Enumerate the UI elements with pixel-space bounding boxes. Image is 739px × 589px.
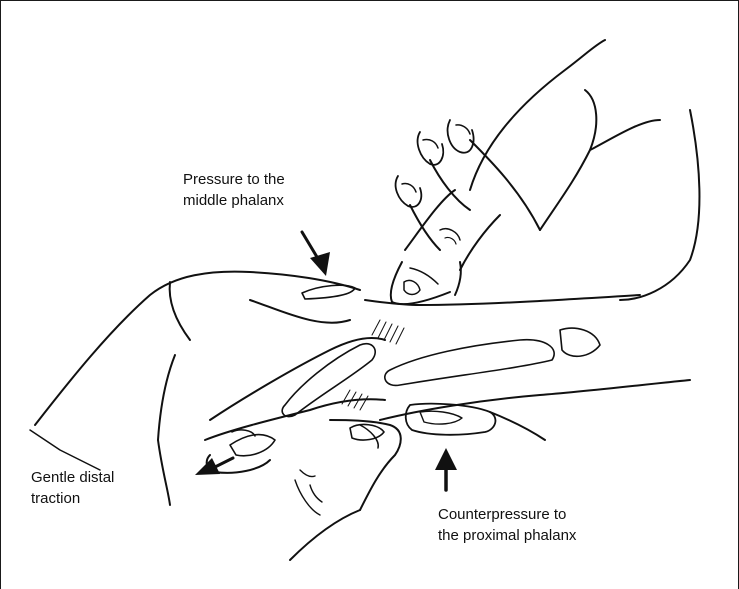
helper-hand-upper (391, 40, 700, 304)
label-proximal-counter-line-2: the proximal phalanx (438, 525, 576, 546)
label-distal-traction-line-1: Gentle distal (31, 467, 114, 488)
label-proximal-counter: Counterpressure to the proximal phalanx (438, 504, 576, 546)
label-middle-phalanx: Pressure to the middle phalanx (183, 169, 285, 211)
patient-hand (30, 272, 690, 505)
label-middle-phalanx-line-2: middle phalanx (183, 190, 285, 211)
label-proximal-counter-line-1: Counterpressure to (438, 504, 576, 525)
arrow-proximal-counter (435, 448, 457, 490)
arrow-middle-phalanx (302, 232, 330, 276)
label-distal-traction: Gentle distal traction (31, 467, 114, 509)
label-distal-traction-line-2: traction (31, 488, 114, 509)
label-middle-phalanx-line-1: Pressure to the (183, 169, 285, 190)
